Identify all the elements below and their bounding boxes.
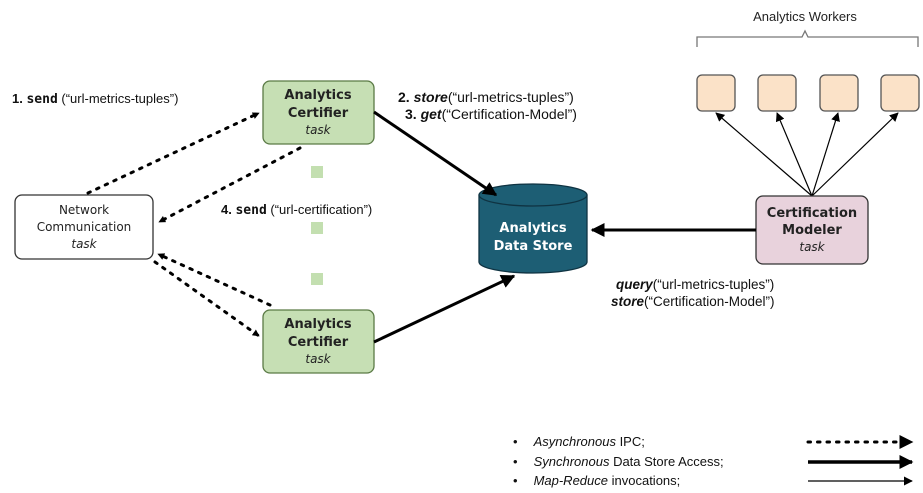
step2-label: 2. store(“url-metrics-tuples”) xyxy=(398,89,574,105)
analytics-data-store-node xyxy=(478,183,588,274)
certifier-bottom-label-3: task xyxy=(305,352,331,366)
network-label-1: Network xyxy=(59,203,109,217)
ipc-arrow-network-to-bottom xyxy=(153,260,261,338)
store-access-arrow-top xyxy=(373,110,498,197)
ellipsis-square xyxy=(311,222,323,234)
ipc-arrow-bottom-to-network xyxy=(156,252,272,307)
ellipsis-square xyxy=(311,166,323,178)
step4-label: 4. send (“url-certification”) xyxy=(221,202,372,218)
workers-title: Analytics Workers xyxy=(753,9,857,24)
legend-item-async: •Asynchronous IPC; xyxy=(513,434,645,449)
legend: •Asynchronous IPC; •Synchronous Data Sto… xyxy=(513,434,914,488)
ipc-arrow-send-metrics xyxy=(86,111,261,195)
step1-label: 1. send (“url-metrics-tuples”) xyxy=(12,91,178,107)
certifier-top-label-2: Certifier xyxy=(288,106,349,121)
modeler-label-1: Certification xyxy=(767,206,857,221)
certifier-top-label-1: Analytics xyxy=(284,88,351,103)
map-reduce-arrow xyxy=(776,112,813,197)
query-label: query(“url-metrics-tuples”) xyxy=(616,277,774,292)
network-label-2: Communication xyxy=(37,220,132,234)
network-label-3: task xyxy=(71,237,97,251)
legend-item-mapreduce: •Map-Reduce invocations; xyxy=(513,473,680,488)
network-communication-node xyxy=(14,194,154,260)
worker-box xyxy=(696,74,736,112)
worker-box xyxy=(757,74,797,112)
store-model-label: store(“Certification-Model”) xyxy=(611,294,775,309)
legend-item-sync: •Synchronous Data Store Access; xyxy=(513,454,724,469)
workers-brace xyxy=(696,29,919,47)
map-reduce-arrow xyxy=(811,112,840,197)
map-reduce-arrow xyxy=(811,112,899,197)
certifier-top-label-3: task xyxy=(305,123,331,137)
store-access-arrow-bottom xyxy=(373,274,516,344)
map-reduce-arrow xyxy=(715,112,813,197)
ipc-arrow-send-certification xyxy=(157,146,302,224)
modeler-label-3: task xyxy=(799,240,825,254)
modeler-label-2: Modeler xyxy=(782,223,842,238)
worker-box xyxy=(880,74,920,112)
store-label-1: Analytics xyxy=(499,221,566,236)
step3-label: 3. get(“Certification-Model”) xyxy=(405,106,577,122)
ellipsis-square xyxy=(311,273,323,285)
worker-box xyxy=(819,74,859,112)
certifier-bottom-label-1: Analytics xyxy=(284,317,351,332)
certifier-bottom-label-2: Certifier xyxy=(288,335,349,350)
store-label-2: Data Store xyxy=(494,239,573,254)
